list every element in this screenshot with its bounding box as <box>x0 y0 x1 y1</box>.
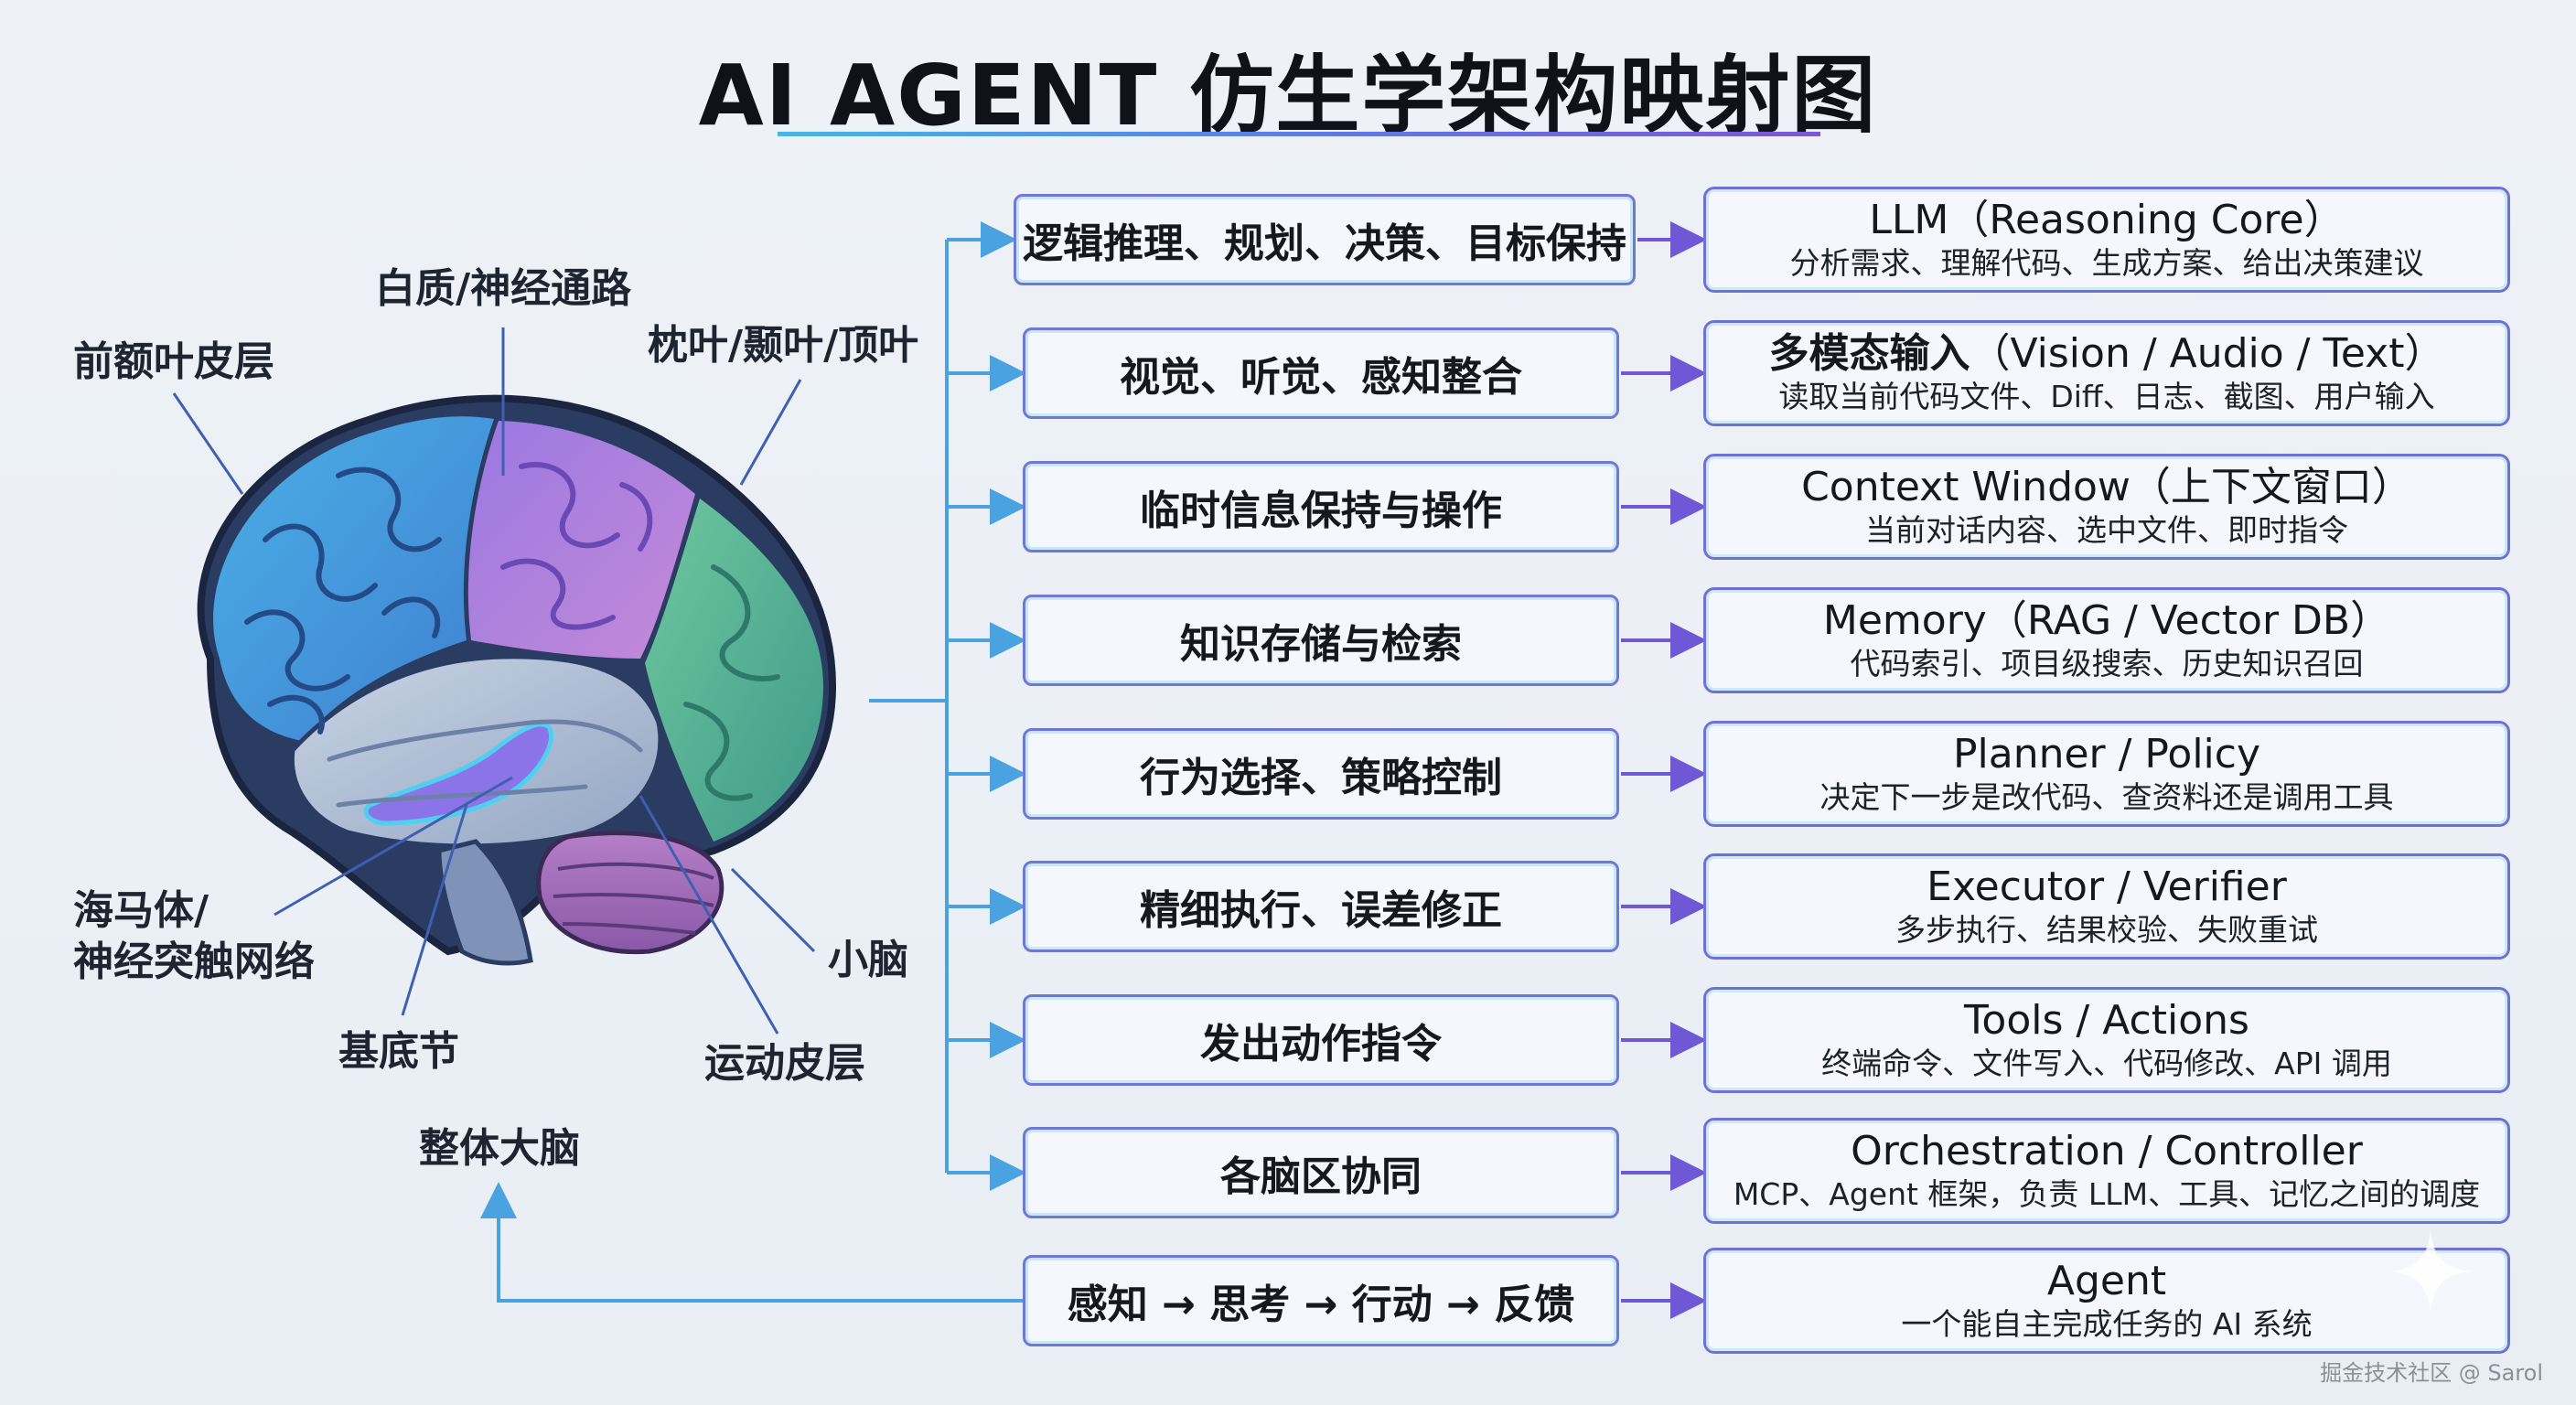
label-hippocampus-2: 神经突触网络 <box>73 938 315 985</box>
frontal-lobe <box>213 416 494 741</box>
function-box-motor: 发出动作指令 <box>1023 994 1619 1086</box>
label-cerebellum: 小脑 <box>828 937 908 983</box>
leader-lines <box>172 327 816 1035</box>
component-title: Context Window（上下文窗口） <box>1801 464 2412 511</box>
parietal-lobe <box>467 421 695 659</box>
right-arrows <box>1621 221 1707 1319</box>
page-title: AI AGENT 仿生学架构映射图 <box>698 47 1878 145</box>
leader-motor-cortex <box>639 795 779 1035</box>
leader-basal-ganglia <box>401 804 468 1016</box>
brain-illustration <box>197 394 837 966</box>
component-subtitle: 代码索引、项目级搜索、历史知识召回 <box>1850 645 2364 681</box>
component-box-tools: Tools / Actions 终端命令、文件写入、代码修改、API 调用 <box>1703 987 2510 1093</box>
cerebellum-folds <box>553 862 714 935</box>
component-box-multimodal: 多模态输入（Vision / Audio / Text） 读取当前代码文件、Di… <box>1703 320 2510 426</box>
function-box-knowledge: 知识存储与检索 <box>1023 595 1619 686</box>
component-title: LLM（Reasoning Core） <box>1869 197 2345 244</box>
parietal-gyri <box>500 462 653 630</box>
function-box-reasoning: 逻辑推理、规划、决策、目标保持 <box>1014 194 1636 285</box>
component-title: Tools / Actions <box>1964 997 2249 1045</box>
component-subtitle: 决定下一步是改代码、查资料还是调用工具 <box>1819 778 2394 815</box>
component-title: Executor / Verifier <box>1927 863 2287 911</box>
component-title: Agent <box>2046 1258 2167 1305</box>
component-subtitle: 多步执行、结果校验、失败重试 <box>1895 911 2318 948</box>
sparkle-icon <box>2389 1230 2472 1313</box>
component-title: Memory（RAG / Vector DB） <box>1822 597 2391 645</box>
component-subtitle: MCP、Agent 框架，负责 LLM、工具、记忆之间的调度 <box>1733 1175 2481 1212</box>
watermark: 掘金技术社区 @ Sarol <box>2320 1360 2543 1386</box>
leader-cerebellum <box>730 867 816 953</box>
function-box-behavior: 行为选择、策略控制 <box>1023 728 1619 820</box>
label-white-matter: 白质/神经通路 <box>375 265 632 312</box>
label-occipital: 枕叶/颞叶/顶叶 <box>648 322 919 369</box>
function-box-execution: 精细执行、误差修正 <box>1023 861 1619 952</box>
function-box-loop: 感知 → 思考 → 行动 → 反馈 <box>1023 1255 1619 1346</box>
function-box-working-memory: 临时信息保持与操作 <box>1023 461 1619 552</box>
label-prefrontal: 前额叶皮层 <box>73 338 274 385</box>
temporal-gyri <box>327 719 643 808</box>
leader-hippocampus <box>274 776 513 917</box>
occipital-gyri <box>683 564 780 801</box>
component-title: Orchestration / Controller <box>1851 1128 2363 1175</box>
component-box-orchestration: Orchestration / Controller MCP、Agent 框架，… <box>1703 1118 2510 1224</box>
component-subtitle: 读取当前代码文件、Diff、日志、截图、用户输入 <box>1778 378 2435 414</box>
function-box-coordination: 各脑区协同 <box>1023 1127 1619 1218</box>
brain-stem <box>436 839 533 966</box>
label-motor-cortex: 运动皮层 <box>704 1040 865 1087</box>
component-box-planner: Planner / Policy 决定下一步是改代码、查资料还是调用工具 <box>1703 721 2510 827</box>
component-title: 多模态输入（Vision / Audio / Text） <box>1768 330 2445 378</box>
cerebellum-shape <box>536 831 724 955</box>
leader-occipital <box>739 379 802 486</box>
component-subtitle: 终端命令、文件写入、代码修改、API 调用 <box>1821 1045 2392 1081</box>
function-box-perception: 视觉、听觉、感知整合 <box>1023 327 1619 419</box>
component-box-memory: Memory（RAG / Vector DB） 代码索引、项目级搜索、历史知识召… <box>1703 587 2510 693</box>
component-subtitle: 一个能自主完成任务的 AI 系统 <box>1901 1305 2313 1342</box>
label-hippocampus-1: 海马体/ <box>73 887 209 934</box>
label-whole-brain: 整体大脑 <box>419 1125 580 1172</box>
component-box-context: Context Window（上下文窗口） 当前对话内容、选中文件、即时指令 <box>1703 454 2510 560</box>
component-subtitle: 当前对话内容、选中文件、即时指令 <box>1865 511 2348 548</box>
component-box-agent: Agent 一个能自主完成任务的 AI 系统 <box>1703 1248 2510 1354</box>
component-subtitle: 分析需求、理解代码、生成方案、给出决策建议 <box>1789 244 2424 281</box>
leader-prefrontal <box>172 392 244 495</box>
title-underline <box>778 132 1820 136</box>
label-basal-ganglia: 基底节 <box>338 1028 459 1075</box>
branch-lines <box>869 221 1026 1191</box>
feedback-loop-line <box>480 1182 1023 1303</box>
component-title: Planner / Policy <box>1952 731 2260 778</box>
component-box-llm: LLM（Reasoning Core） 分析需求、理解代码、生成方案、给出决策建… <box>1703 187 2510 293</box>
component-box-executor: Executor / Verifier 多步执行、结果校验、失败重试 <box>1703 853 2510 960</box>
frontal-gyri <box>244 467 442 735</box>
